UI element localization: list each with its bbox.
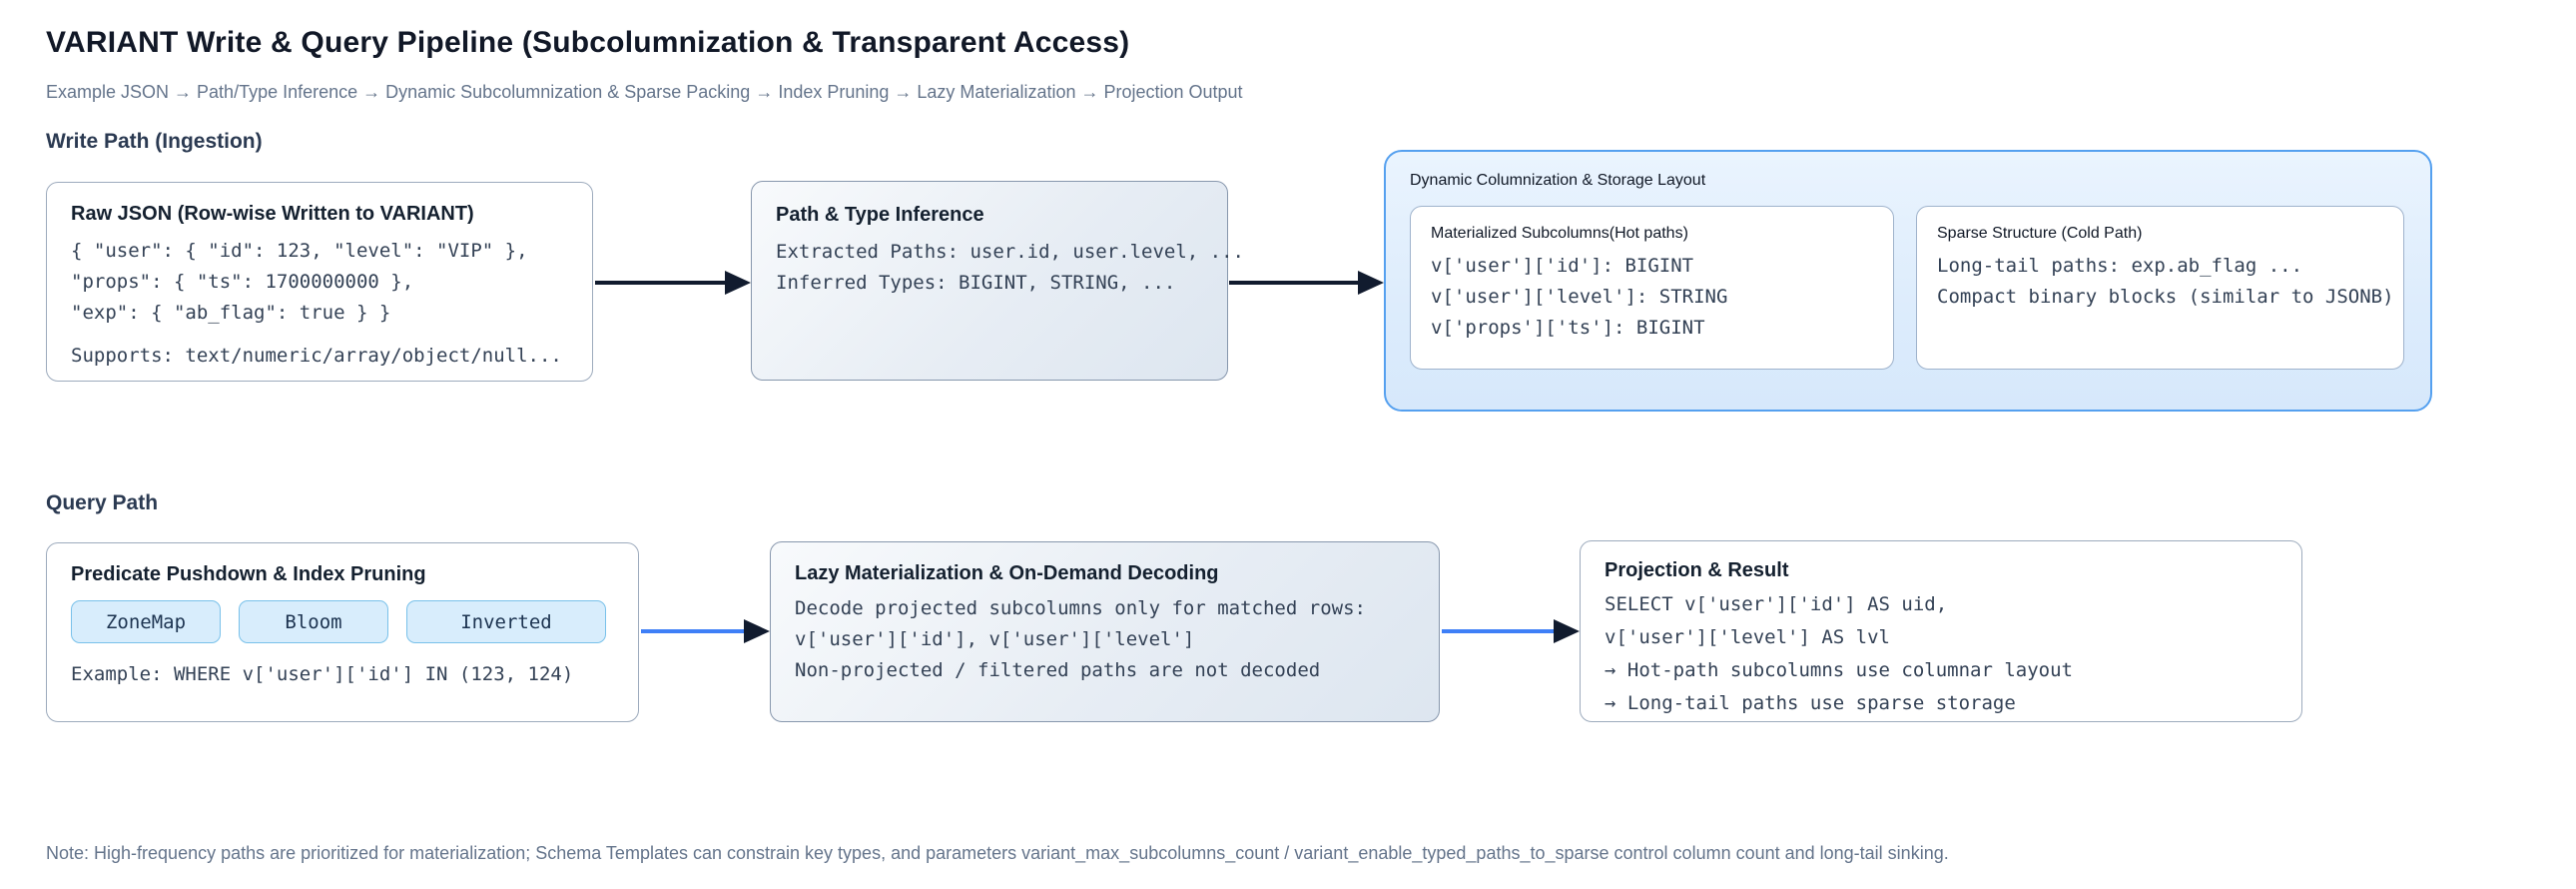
arrow-shaft	[1229, 281, 1360, 285]
pipeline-breadcrumb: Example JSON → Path/Type Inference → Dyn…	[46, 82, 1243, 102]
code-line: "exp": { "ab_flag": true } }	[71, 302, 391, 324]
columnization-title: Dynamic Columnization & Storage Layout	[1410, 172, 1706, 189]
footer-note: Note: High-frequency paths are prioritiz…	[46, 843, 1949, 863]
code-line: v['user']['level']: STRING	[1431, 286, 1728, 308]
predicate-pushdown-box: Predicate Pushdown & Index Pruning ZoneM…	[46, 542, 639, 722]
code-line: Long-tail paths: exp.ab_flag ...	[1937, 255, 2303, 277]
lazy-materialization-box: Lazy Materialization & On-Demand Decodin…	[770, 541, 1440, 722]
flow-arrow-icon	[641, 618, 770, 644]
code-line: v['user']['level'] AS lvl	[1605, 626, 1890, 648]
code-line: v['user']['id'], v['user']['level']	[795, 628, 1195, 650]
arrow-shaft	[1442, 629, 1556, 633]
arrow-head-icon	[725, 271, 751, 295]
raw-json-box: Raw JSON (Row-wise Written to VARIANT) {…	[46, 182, 593, 382]
path-type-inference-box: Path & Type Inference Extracted Paths: u…	[751, 181, 1244, 381]
arrow-head-icon	[1554, 619, 1580, 643]
page-title: VARIANT Write & Query Pipeline (Subcolum…	[46, 26, 1130, 59]
raw-json-footnote: Supports: text/numeric/array/object/null…	[71, 345, 562, 367]
pruning-title: Predicate Pushdown & Index Pruning	[71, 563, 426, 585]
materialized-subcolumns-box: Materialized Subcolumns(Hot paths) v['us…	[1410, 206, 1894, 370]
columnization-inner-row: Materialized Subcolumns(Hot paths) v['us…	[1410, 206, 2404, 370]
raw-json-title: Raw JSON (Row-wise Written to VARIANT)	[71, 203, 474, 225]
code-line: v['props']['ts']: BIGINT	[1431, 317, 1705, 339]
inference-title: Path & Type Inference	[776, 204, 984, 226]
code-line: Non-projected / filtered paths are not d…	[795, 659, 1321, 681]
code-line: Decode projected subcolumns only for mat…	[795, 597, 1366, 619]
arrow-head-icon	[1358, 271, 1384, 295]
arrow-head-icon	[744, 619, 770, 643]
projection-result-box: Projection & Result SELECT v['user']['id…	[1580, 540, 2302, 722]
code-line: { "user": { "id": 123, "level": "VIP" },	[71, 240, 528, 262]
lazy-title: Lazy Materialization & On-Demand Decodin…	[795, 562, 1219, 584]
index-chips-row: ZoneMap Bloom Inverted	[71, 600, 614, 643]
code-line: → Hot-path subcolumns use columnar layou…	[1605, 659, 2073, 681]
code-line: → Long-tail paths use sparse storage	[1605, 692, 2016, 714]
chip-inverted: Inverted	[406, 600, 606, 643]
arrow-shaft	[641, 629, 746, 633]
materialized-title: Materialized Subcolumns(Hot paths)	[1431, 225, 1688, 242]
code-line: SELECT v['user']['id'] AS uid,	[1605, 593, 1948, 615]
chip-bloom: Bloom	[239, 600, 388, 643]
query-path-heading: Query Path	[46, 491, 159, 514]
sparse-structure-box: Sparse Structure (Cold Path) Long-tail p…	[1916, 206, 2404, 370]
projection-title: Projection & Result	[1605, 559, 1789, 581]
flow-arrow-icon	[595, 270, 751, 296]
pruning-example: Example: WHERE v['user']['id'] IN (123, …	[71, 663, 574, 685]
sparse-title: Sparse Structure (Cold Path)	[1937, 225, 2143, 242]
code-line: Compact binary blocks (similar to JSONB)	[1937, 286, 2394, 308]
dynamic-columnization-container: Dynamic Columnization & Storage Layout M…	[1384, 150, 2432, 412]
code-line: Inferred Types: BIGINT, STRING, ...	[776, 272, 1176, 294]
chip-zonemap: ZoneMap	[71, 600, 221, 643]
write-path-heading: Write Path (Ingestion)	[46, 130, 263, 153]
flow-arrow-icon	[1442, 618, 1580, 644]
code-line: Extracted Paths: user.id, user.level, ..…	[776, 241, 1244, 263]
code-line: v['user']['id']: BIGINT	[1431, 255, 1694, 277]
flow-arrow-icon	[1229, 270, 1384, 296]
code-line: "props": { "ts": 1700000000 },	[71, 271, 414, 293]
arrow-shaft	[595, 281, 727, 285]
